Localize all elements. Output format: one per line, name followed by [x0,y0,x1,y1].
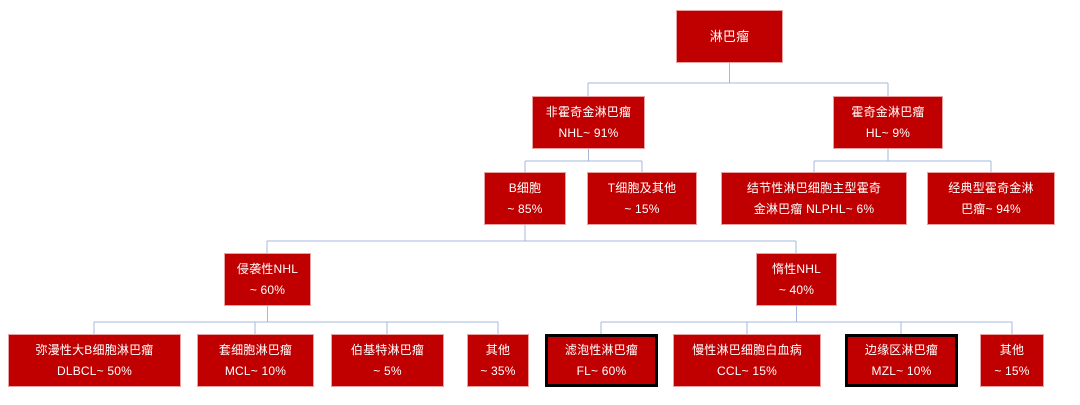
node-tcell-value: ~ 15% [624,201,660,216]
node-burkitt-value: ~ 5% [373,363,402,378]
node-indolent-nhl-label: 惰性NHL [771,261,821,276]
node-fl[interactable]: 滤泡性淋巴瘤 FL~ 60% [545,334,658,387]
node-dlbcl-value: DLBCL~ 50% [56,363,133,378]
node-aggressive-nhl-label: 侵袭性NHL [236,261,299,276]
node-lymphoma-label: 淋巴瘤 [709,28,750,44]
node-nhl-label: 非霍奇金淋巴瘤 [545,104,632,119]
node-mcl-label: 套细胞淋巴瘤 [218,342,293,357]
node-mzl-label: 边缘区淋巴瘤 [864,342,939,357]
node-mzl[interactable]: 边缘区淋巴瘤 MZL~ 10% [845,334,958,387]
node-chl-label: 经典型霍奇金淋 [948,180,1034,195]
node-mcl[interactable]: 套细胞淋巴瘤 MCL~ 10% [197,334,314,387]
node-tcell-label: T细胞及其他 [607,180,677,195]
node-other-aggressive-value: ~ 35% [480,363,516,378]
node-hl[interactable]: 霍奇金淋巴瘤 HL~ 9% [833,96,943,149]
node-ccl-value: CCL~ 15% [717,363,777,378]
node-burkitt-label: 伯基特淋巴瘤 [350,342,425,357]
node-nlphl-label: 结节性淋巴细胞主型霍奇 [746,180,882,195]
node-lymphoma[interactable]: 淋巴瘤 [676,10,783,63]
node-tcell[interactable]: T细胞及其他 ~ 15% [587,172,697,225]
node-other-indolent-label: 其他 [999,342,1025,357]
node-chl-value: 巴瘤~ 94% [961,201,1021,216]
node-fl-value: FL~ 60% [576,363,627,378]
node-hl-value: HL~ 9% [865,125,911,140]
node-indolent-nhl[interactable]: 惰性NHL ~ 40% [756,253,837,306]
node-ccl-label: 慢性淋巴细胞白血病 [692,342,802,357]
node-bcell-label: B细胞 [508,180,542,195]
node-nhl-value: NHL~ 91% [558,125,619,140]
node-nhl[interactable]: 非霍奇金淋巴瘤 NHL~ 91% [532,96,645,149]
node-chl[interactable]: 经典型霍奇金淋巴瘤~ 94% [927,172,1055,225]
node-nlphl-value: 金淋巴瘤 NLPHL~ 6% [753,201,875,216]
node-indolent-nhl-value: ~ 40% [778,282,815,297]
node-hl-label: 霍奇金淋巴瘤 [851,104,925,119]
node-fl-label: 滤泡性淋巴瘤 [564,342,639,357]
node-aggressive-nhl-value: ~ 60% [249,282,286,297]
node-ccl[interactable]: 慢性淋巴细胞白血病 CCL~ 15% [673,334,821,387]
node-other-indolent[interactable]: 其他 ~ 15% [980,334,1044,387]
node-burkitt[interactable]: 伯基特淋巴瘤 ~ 5% [331,334,444,387]
node-other-aggressive[interactable]: 其他 ~ 35% [467,334,529,387]
node-other-indolent-value: ~ 15% [994,363,1030,378]
node-dlbcl[interactable]: 弥漫性大B细胞淋巴瘤 DLBCL~ 50% [8,334,181,387]
node-aggressive-nhl[interactable]: 侵袭性NHL ~ 60% [224,253,311,306]
node-bcell[interactable]: B细胞 ~ 85% [484,172,566,225]
node-mzl-value: MZL~ 10% [871,363,932,378]
node-other-aggressive-label: 其他 [485,342,511,357]
node-nlphl[interactable]: 结节性淋巴细胞主型霍奇金淋巴瘤 NLPHL~ 6% [721,172,907,225]
node-bcell-value: ~ 85% [507,201,543,216]
node-dlbcl-label: 弥漫性大B细胞淋巴瘤 [35,342,154,357]
node-mcl-value: MCL~ 10% [224,363,287,378]
